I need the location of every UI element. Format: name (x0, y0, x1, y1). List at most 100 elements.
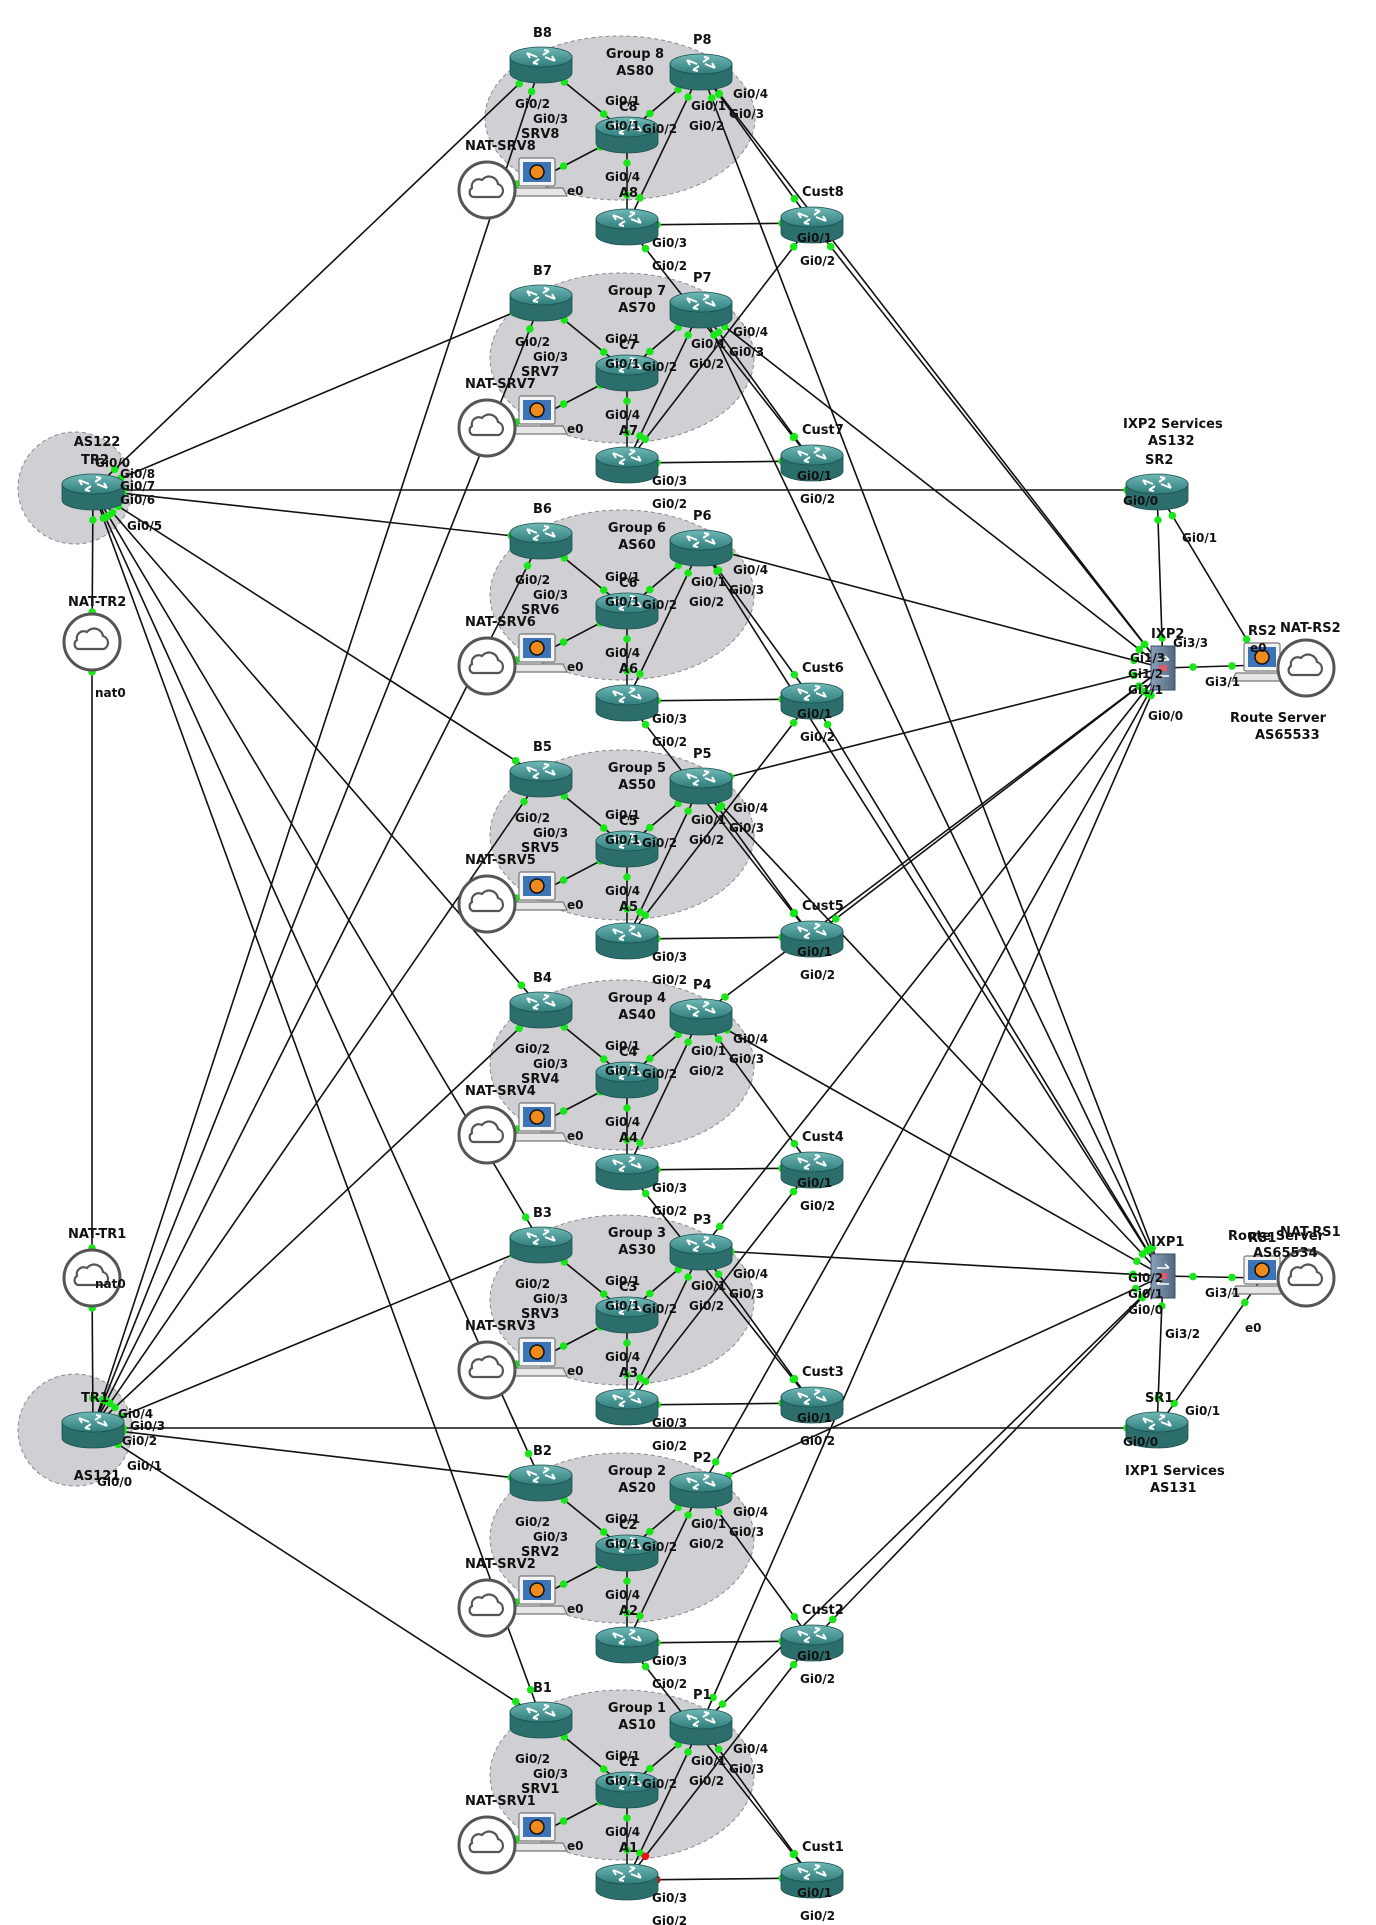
port-status-dot (641, 911, 650, 919)
router-cust6[interactable] (780, 682, 844, 720)
router-b2[interactable] (509, 1464, 573, 1502)
router-p6[interactable] (669, 529, 733, 567)
port-status-dot (599, 110, 608, 118)
router-p3[interactable] (669, 1233, 733, 1271)
router-c8[interactable] (595, 116, 659, 154)
router-p5[interactable] (669, 767, 733, 805)
router-a6[interactable] (595, 684, 659, 722)
router-b8[interactable] (509, 46, 573, 84)
router-cust3[interactable] (780, 1386, 844, 1424)
router-a8[interactable] (595, 208, 659, 246)
annotation-ixp1svc: AS131 (1150, 1481, 1197, 1496)
router-arrows-icon (612, 687, 642, 703)
cloud-icon (468, 1120, 505, 1144)
nat-cloud-nat8[interactable] (457, 160, 517, 220)
router-a1[interactable] (595, 1863, 659, 1901)
router-b5[interactable] (509, 760, 573, 798)
port-label: Gi0/1 (797, 231, 832, 245)
router-c3[interactable] (595, 1296, 659, 1334)
router-cust7[interactable] (780, 444, 844, 482)
router-a2[interactable] (595, 1626, 659, 1664)
nat-cloud-nat1[interactable] (457, 1815, 517, 1875)
router-cust1[interactable] (780, 1861, 844, 1899)
port-status-dot (623, 1814, 631, 1822)
switch-ixp1[interactable] (1150, 1253, 1176, 1299)
node-label: IXP2 (1151, 627, 1184, 642)
router-cust2[interactable] (780, 1624, 844, 1662)
port-label: Gi0/1 (605, 1064, 640, 1078)
port-status-dot (829, 1615, 837, 1624)
nat-cloud-nattr1[interactable] (62, 1248, 122, 1308)
node-label: NAT-SRV1 (465, 1794, 536, 1809)
qemu-icon (529, 164, 545, 180)
port-label: Gi0/3 (533, 1767, 568, 1781)
port-status-dot (1228, 1273, 1236, 1282)
server-srv5[interactable] (506, 871, 568, 911)
router-b1[interactable] (509, 1701, 573, 1739)
nat-cloud-nattr2[interactable] (62, 612, 122, 672)
router-cust4[interactable] (780, 1151, 844, 1189)
router-a3[interactable] (595, 1388, 659, 1426)
router-p8[interactable] (669, 53, 733, 91)
port-status-dot (646, 1527, 654, 1536)
nat-cloud-nat5[interactable] (457, 874, 517, 934)
router-c7[interactable] (595, 354, 659, 392)
port-status-dot (1228, 662, 1236, 670)
server-srv3[interactable] (506, 1337, 568, 1377)
router-p1[interactable] (669, 1708, 733, 1746)
port-label: Gi0/1 (605, 332, 640, 346)
router-cust5[interactable] (780, 920, 844, 958)
port-status-dot (790, 1612, 799, 1621)
router-b7[interactable] (509, 284, 573, 322)
nat-cloud-natrs1[interactable] (1276, 1248, 1336, 1308)
server-rs2[interactable] (1231, 642, 1293, 682)
server-srv8[interactable] (506, 157, 568, 197)
port-status-dot (1189, 663, 1197, 671)
router-tr1[interactable] (61, 1411, 125, 1449)
router-arrows-icon (78, 476, 108, 492)
nat-cloud-nat7[interactable] (457, 398, 517, 458)
router-b4[interactable] (509, 991, 573, 1029)
server-srv6[interactable] (506, 633, 568, 673)
nat-cloud-nat3[interactable] (457, 1340, 517, 1400)
port-status-dot (789, 433, 798, 442)
server-srv2[interactable] (506, 1575, 568, 1615)
port-status-dot (511, 757, 520, 765)
router-p4[interactable] (669, 998, 733, 1036)
server-srv7[interactable] (506, 395, 568, 435)
router-a4[interactable] (595, 1153, 659, 1191)
link-SR2-RS2 (1156, 489, 1263, 666)
port-label: Gi0/3 (729, 107, 764, 121)
router-a7[interactable] (595, 446, 659, 484)
cloud-icon (73, 627, 110, 651)
switch-ixp2[interactable] (1150, 645, 1176, 691)
nat-cloud-nat4[interactable] (457, 1105, 517, 1165)
router-sr1[interactable] (1125, 1411, 1189, 1449)
server-srv4[interactable] (506, 1102, 568, 1142)
router-c2[interactable] (595, 1534, 659, 1572)
port-label: Gi0/1 (605, 119, 640, 133)
router-c1[interactable] (595, 1771, 659, 1809)
port-label: e0 (567, 1839, 584, 1853)
port-label: Gi0/4 (733, 1742, 768, 1756)
router-c4[interactable] (595, 1061, 659, 1099)
nat-cloud-natrs2[interactable] (1276, 638, 1336, 698)
router-p7[interactable] (669, 291, 733, 329)
port-status-dot (623, 1339, 631, 1347)
nat-cloud-nat6[interactable] (457, 636, 517, 696)
node-label: NAT-SRV3 (465, 1319, 536, 1334)
port-status-dot (710, 331, 718, 339)
router-sr2[interactable] (1125, 473, 1189, 511)
port-status-dot (721, 993, 729, 1001)
router-cust8[interactable] (780, 206, 844, 244)
node-label: SRV1 (521, 1782, 559, 1797)
router-b3[interactable] (509, 1226, 573, 1264)
server-rs1[interactable] (1231, 1255, 1293, 1295)
router-p2[interactable] (669, 1471, 733, 1509)
router-b6[interactable] (509, 522, 573, 560)
router-c5[interactable] (595, 830, 659, 868)
router-c6[interactable] (595, 592, 659, 630)
router-a5[interactable] (595, 922, 659, 960)
nat-cloud-nat2[interactable] (457, 1578, 517, 1638)
router-tr2[interactable] (61, 473, 125, 511)
